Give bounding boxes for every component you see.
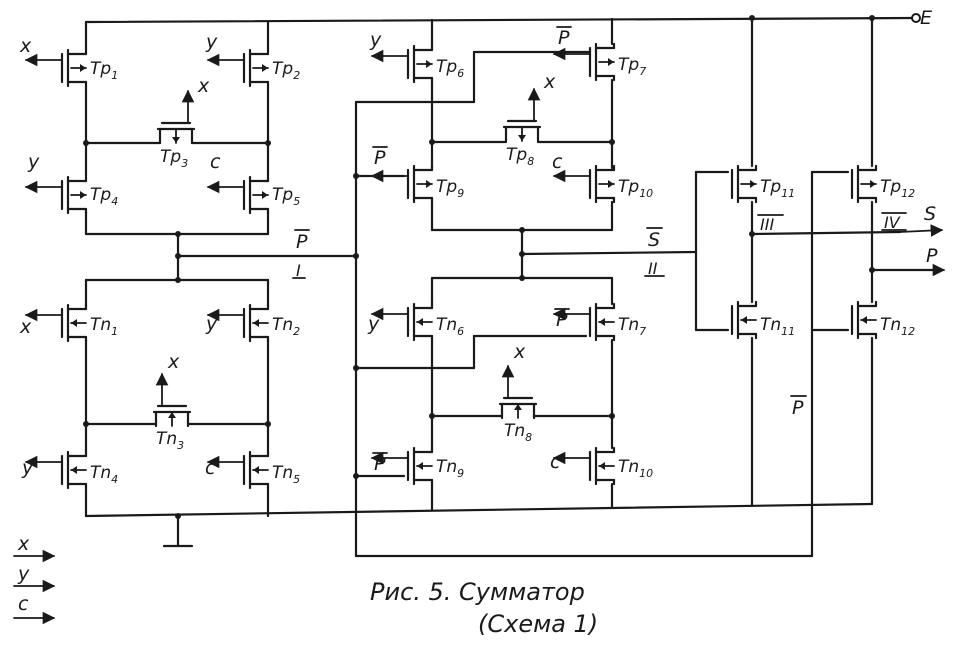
gate-label-n9: P [374,453,386,475]
label-Tp6: Tp6 [436,57,464,80]
transistor-Tp12: Tp12 [850,164,915,204]
legend-y: y [17,563,30,585]
label-Tp10: Tp10 [618,177,653,200]
transistor-Tp11: Tp11 [730,164,795,204]
gate-label-p6: y [369,29,382,51]
gate-label-n8: x [513,341,526,363]
node-i-label: I [296,261,301,280]
gate-label-p1: x [19,35,32,57]
transistor-Tn11: Tn11 [730,300,795,340]
gate-label-p3: x [197,75,210,97]
gate-label-p2: y [205,31,218,53]
gate-label-n2: y [205,313,218,335]
transistor-Tn4: y Tn4 [21,450,118,490]
circuit-wiring [83,13,946,558]
gate-label-n3: x [167,351,180,373]
label-Tp11: Tp11 [760,177,795,200]
transistor-Tn9: P Tn9 [370,446,464,486]
label-Tn3: Tn3 [156,429,184,452]
transistor-Tn7: P Tn7 [552,302,646,342]
p-bar-label-node-i: P [296,231,308,253]
gate-label-n7: P [556,309,568,331]
caption-subtitle: (Схема 1) [478,610,598,638]
input-legend: x y c [13,533,56,625]
sum-output-label: S [924,203,936,225]
gate-label-n4: y [21,457,34,479]
node-ii-label: II [648,259,658,278]
carry-output-label: P [926,245,938,267]
label-Tn10: Tn10 [618,457,653,480]
supply-label: E [920,7,932,29]
caption-title: Рис. 5. Сумматор [370,578,585,606]
legend-x: x [17,533,30,555]
label-Tp1: Tp1 [90,59,118,82]
signal-labels: E P I S II III IV S P P [292,7,938,419]
transistor-Tn2: y Tn2 [205,303,300,343]
label-Tp8: Tp8 [506,145,534,168]
label-Tn4: Tn4 [90,463,118,486]
label-Tn9: Tn9 [436,457,464,480]
gate-label-n6: y [367,313,380,335]
gate-label-n5: c [205,457,216,479]
label-Tn1: Tn1 [90,315,118,338]
transistor-Tn1: x Tn1 [19,303,118,343]
label-Tp3: Tp3 [160,147,188,170]
label-Tp12: Tp12 [880,177,915,200]
gate-label-n10: c [550,451,561,473]
label-Tn7: Tn7 [618,315,646,338]
gate-label-p9: P [374,147,386,169]
label-Tp9: Tp9 [436,177,464,200]
p-bar-label-bottom: P [792,397,804,419]
label-Tp2: Tp2 [272,59,300,82]
gate-label-p5: c [210,151,221,173]
label-Tp7: Tp7 [618,55,646,78]
transistor-Tn10: c Tn10 [550,446,653,486]
node-iv-label: IV [884,213,901,232]
label-Tp5: Tp5 [272,185,300,208]
label-Tn2: Tn2 [272,315,300,338]
transistor-Tp7: P Tp7 [552,26,646,82]
gate-label-p8: x [543,71,556,93]
label-Tn11: Tn11 [760,315,795,338]
label-Tn8: Tn8 [504,421,532,444]
gate-label-n1: x [19,316,32,338]
transistor-Tn12: Tn12 [850,300,915,340]
gate-label-p7: P [558,27,570,49]
label-Tn12: Tn12 [880,315,915,338]
label-Tn5: Tn5 [272,463,300,486]
transistor-Tn5: c Tn5 [205,450,300,490]
label-Tn6: Tn6 [436,315,464,338]
transistor-Tn6: y Tn6 [367,302,464,342]
figure-caption: Рис. 5. Сумматор (Схема 1) [370,578,598,638]
s-bar-label: S [648,229,660,251]
gate-label-p4: y [27,151,40,173]
node-iii-label: III [760,215,774,234]
transistor-Tp9: P Tp9 [370,146,464,204]
label-Tp4: Tp4 [90,185,118,208]
legend-c: c [18,593,29,615]
gate-label-p10: c [552,151,563,173]
